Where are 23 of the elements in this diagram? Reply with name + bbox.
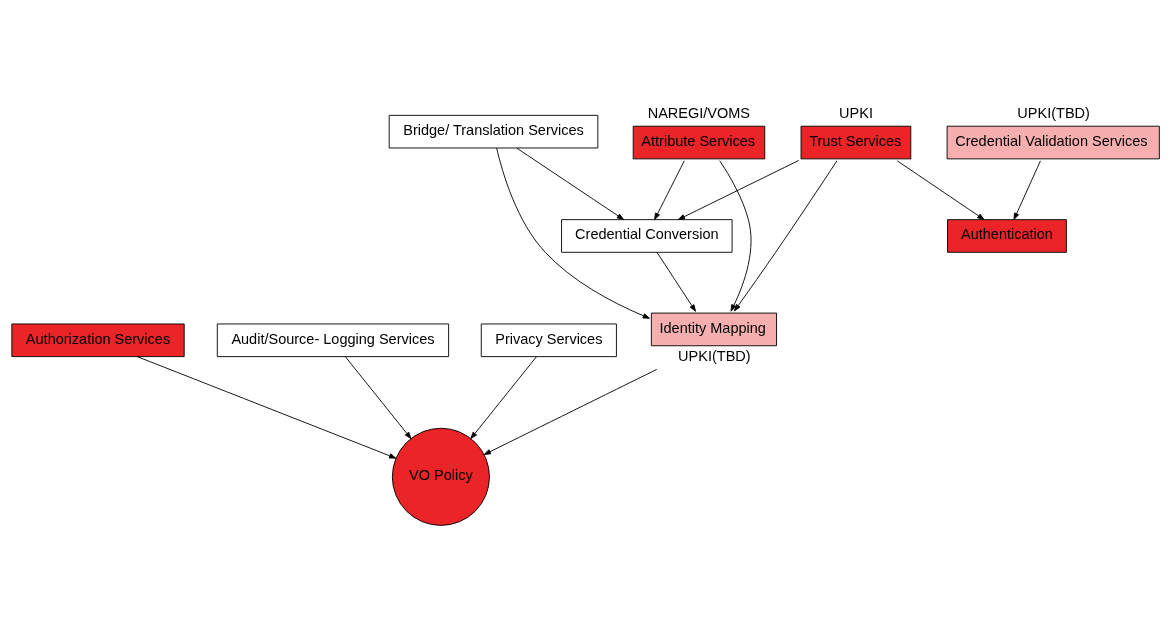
arrow (733, 160, 838, 312)
arrow (896, 160, 985, 221)
arrow (344, 356, 412, 439)
arrow (656, 252, 696, 312)
node-box: Bridge/ Translation Services (388, 114, 599, 149)
arrow (516, 147, 625, 220)
arrow (677, 160, 800, 221)
node-label: NAREGI/VOMS (647, 104, 751, 121)
node-label: UPKI(TBD) (1017, 104, 1090, 121)
node-box: Privacy Services (480, 323, 617, 358)
node-box: Authorization Services (11, 323, 185, 358)
node-box: Audit/Source- Logging Services (216, 323, 450, 358)
node-label: UPKI(TBD) (678, 347, 751, 364)
node-box: Authentication (947, 219, 1067, 253)
node-label: UPKI (839, 104, 873, 121)
arrow (136, 356, 397, 459)
arrow (654, 160, 685, 221)
arrow (470, 356, 537, 439)
arrow (1013, 160, 1041, 221)
arrow (719, 160, 752, 312)
arrow (496, 147, 650, 319)
arrow (483, 369, 658, 455)
node-box: Credential Conversion (561, 219, 733, 253)
